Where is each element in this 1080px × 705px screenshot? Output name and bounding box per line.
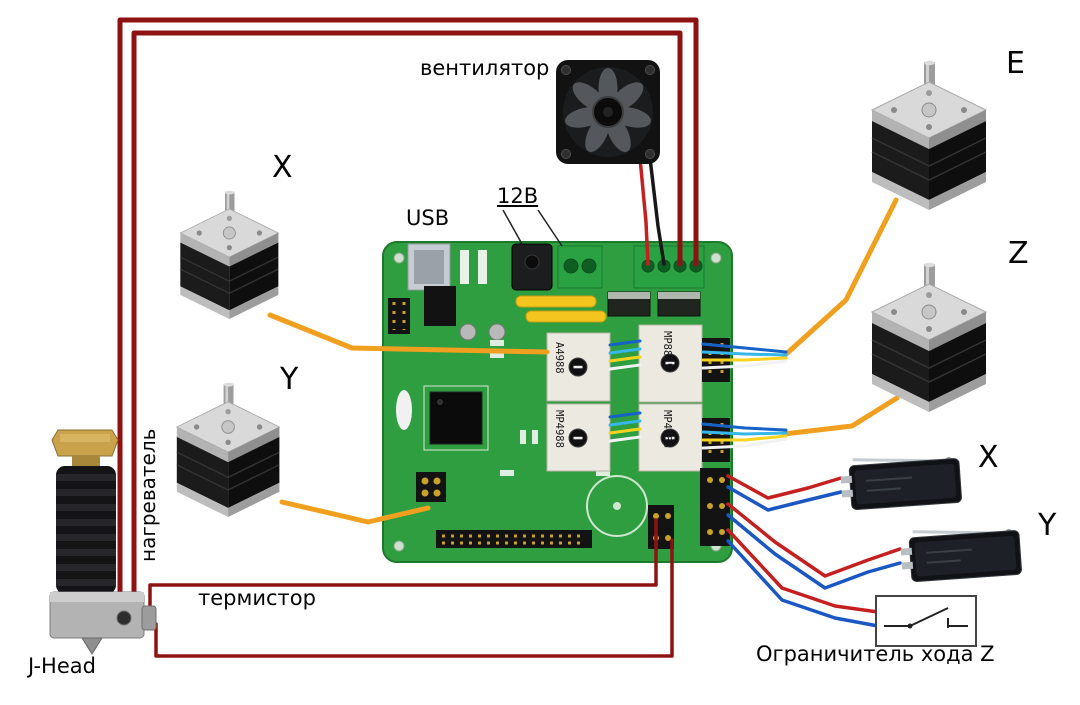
- controller-board: A4988 MP8825 MP4988 MP4988: [382, 241, 733, 563]
- motor-x-wire: [267, 312, 550, 355]
- thermistor-wire-1: [148, 518, 658, 614]
- fuse: [525, 310, 607, 323]
- motor-z-wire: [781, 395, 900, 437]
- pin-header-row: [436, 530, 592, 548]
- fan-label: вентилятор: [420, 56, 550, 80]
- thermistor-label: термистор: [198, 586, 316, 610]
- driver-module-mp4988-a: MP4988: [546, 403, 611, 472]
- pin-header: [416, 472, 446, 502]
- fan-wire-red: [638, 156, 650, 266]
- chip-label: A4988: [553, 342, 565, 374]
- motor-z-label: Z: [1008, 236, 1029, 271]
- heater-wire-2: [131, 30, 683, 609]
- motor-e-label: E: [1006, 46, 1025, 81]
- motor-y-wire: [279, 499, 431, 525]
- driver-module-mp4988-b: MP4988: [638, 403, 703, 472]
- mcu-chip: [429, 391, 483, 445]
- z-limit-label: Ограничитель хода Z: [756, 642, 995, 666]
- endstop-y-wire-blue: [726, 513, 902, 590]
- usb-label: USB: [406, 206, 450, 230]
- heater-label: нагреватель: [136, 428, 160, 562]
- stepper-motor-z: [871, 262, 987, 413]
- fan-wire-black: [648, 156, 666, 266]
- pin-header: [388, 298, 410, 334]
- jhead-label: J-Head: [28, 654, 96, 678]
- fuse: [515, 295, 597, 308]
- endstop-x-label: X: [978, 440, 999, 475]
- power-12v-label: 12В: [497, 184, 539, 208]
- endstop-y-label: Y: [1038, 508, 1057, 543]
- stepper-motor-y: [176, 382, 281, 518]
- z-limit-symbol: [875, 595, 977, 647]
- cooling-fan: [556, 60, 660, 164]
- stepper-motor-e: [871, 60, 987, 211]
- thermistor-header: [648, 505, 674, 549]
- wires-layer: [117, 17, 902, 658]
- motor-x-label: X: [272, 150, 293, 185]
- ic-chip: [424, 286, 456, 326]
- endstop-x-wire-blue: [726, 485, 843, 512]
- jhead-hotend: [49, 429, 157, 655]
- heater-wire-1: [117, 17, 699, 609]
- endstop-x-wire-red: [726, 474, 843, 500]
- chip-label: MP4988: [661, 410, 673, 448]
- endstop-switch-x: [838, 450, 964, 512]
- stepper-motor-x: [179, 190, 280, 320]
- thermistor-wire-2: [154, 538, 674, 658]
- chip-label: MP4988: [553, 410, 565, 448]
- endstop-switch-y: [898, 522, 1024, 584]
- driver-module-mp8825: MP8825: [638, 324, 703, 403]
- driver-module-a4988: A4988: [546, 332, 611, 402]
- endstop-z-wire-red: [726, 528, 880, 614]
- endstop-y-wire-red: [726, 502, 902, 578]
- endstop-z-wire-blue: [726, 539, 880, 628]
- motor-e-wire: [781, 197, 899, 359]
- chip-label: MP8825: [661, 331, 673, 369]
- nozzle: [81, 637, 103, 655]
- endstop-header: [700, 468, 730, 546]
- motor-y-label: Y: [280, 362, 299, 397]
